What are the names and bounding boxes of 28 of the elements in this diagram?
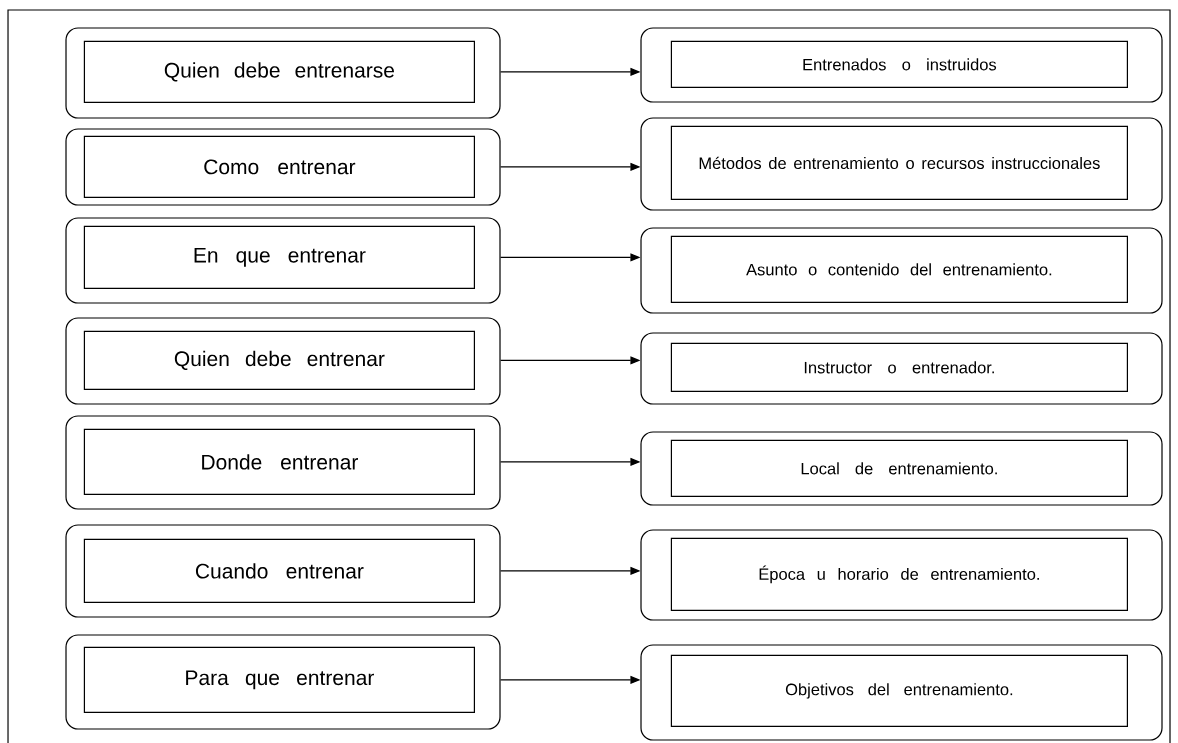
rounded-frame — [65, 524, 501, 618]
text-box: En que entrenar — [83, 225, 475, 289]
rounded-frame — [640, 27, 1163, 103]
rounded-frame — [640, 529, 1163, 621]
rounded-frame — [640, 431, 1163, 506]
rounded-frame — [65, 415, 501, 510]
text-box: Instructor o entrenador. — [670, 342, 1128, 392]
rounded-frame — [65, 128, 501, 206]
rounded-frame — [640, 227, 1163, 314]
rounded-frame — [640, 644, 1163, 741]
text-box: Quien debe entrenar — [83, 330, 475, 390]
text-box: Donde entrenar — [83, 428, 475, 495]
rounded-frame — [65, 634, 501, 730]
text-box: Quien debe entrenarse — [83, 40, 475, 103]
rounded-frame — [640, 117, 1163, 211]
text-box: Como entrenar — [83, 135, 475, 198]
text-box: Asunto o contenido del entrenamiento. — [670, 235, 1128, 303]
rounded-frame — [65, 27, 501, 119]
rounded-frame — [640, 332, 1163, 405]
text-box: Época u horario de entrenamiento. — [670, 537, 1128, 611]
text-box: Métodos de entrenamiento o recursos instruccionales — [670, 125, 1128, 200]
text-box: Objetivos del entrenamiento. — [670, 654, 1128, 727]
text-box: Local de entrenamiento. — [670, 439, 1128, 497]
text-box: Para que entrenar — [83, 646, 475, 713]
rounded-frame — [65, 217, 501, 304]
rounded-frame — [65, 317, 501, 405]
text-box: Entrenados o instruidos — [670, 40, 1128, 88]
text-box: Cuando entrenar — [83, 538, 475, 603]
